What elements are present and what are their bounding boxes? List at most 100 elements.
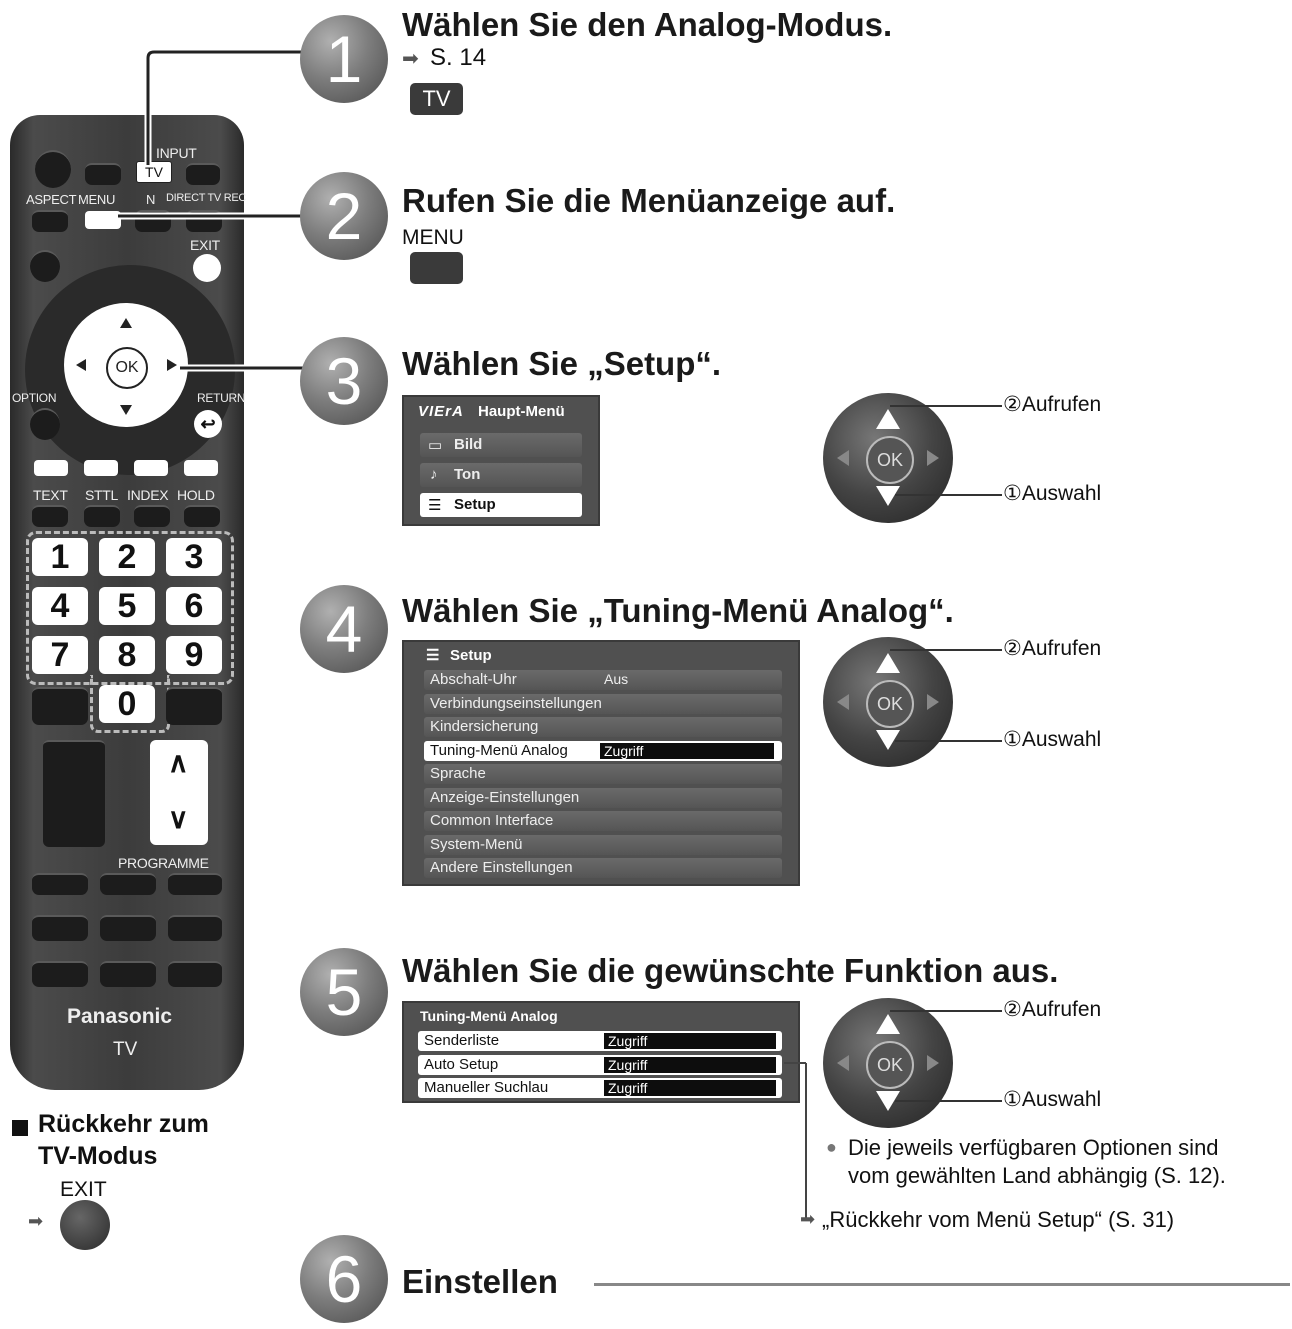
menu-button[interactable] [85, 211, 121, 229]
callout-access: ②Aufrufen [1003, 637, 1102, 660]
nav-left-icon[interactable] [76, 359, 86, 371]
remote-row2-btn1[interactable] [32, 915, 88, 941]
programme-rocker[interactable]: ∧ ∨ [150, 740, 208, 845]
digit-9-button[interactable]: 9 [166, 636, 222, 674]
arrow-icon: ➡ [28, 1211, 44, 1231]
remote-row1-btn2[interactable] [100, 873, 156, 895]
remote-row1-btn1[interactable] [32, 873, 88, 895]
hold-button[interactable] [184, 505, 220, 527]
yellow-button[interactable] [134, 460, 168, 476]
arrow-icon: ➡ [402, 48, 419, 70]
sttl-label: STTL [85, 487, 119, 503]
tuning-menu-item-value: Zugriff [604, 1033, 776, 1049]
remote-row1-btn3[interactable] [168, 873, 222, 895]
setup-menu-item[interactable]: Anzeige-Einstellungen [424, 787, 782, 808]
power-button[interactable] [35, 150, 71, 188]
remote-control: TV INPUT ASPECT MENU N DIRECT TV REC EXI… [10, 115, 247, 1090]
remote-row2-btn2[interactable] [100, 915, 156, 941]
callout-select: ①Auswahl [1003, 1088, 1102, 1111]
dpad-down-icon [876, 730, 900, 750]
blue-button[interactable] [184, 460, 218, 476]
setup-menu-title: Setup [450, 647, 492, 664]
programme-up-icon[interactable]: ∧ [168, 747, 189, 778]
setup-menu-item-label: Abschalt-Uhr [430, 671, 517, 688]
remote-left-button[interactable] [32, 687, 88, 725]
viera-logo: VIErA [418, 403, 464, 420]
hold-label: HOLD [177, 487, 215, 503]
digit-1-button[interactable]: 1 [32, 538, 88, 576]
main-menu-item-setup[interactable]: ☰ Setup [420, 493, 582, 517]
remote-right-button[interactable] [166, 687, 222, 725]
setup-menu-item[interactable]: Common Interface [424, 811, 782, 831]
setup-menu-item[interactable]: System-Menü [424, 834, 782, 855]
bullet-icon: ● [826, 1137, 837, 1157]
setup-menu-item[interactable]: Verbindungseinstellungen [424, 693, 782, 714]
digit-2-button[interactable]: 2 [99, 538, 155, 576]
digit-4-button[interactable]: 4 [32, 587, 88, 625]
digit-6-button[interactable]: 6 [166, 587, 222, 625]
step-5-number: 5 [300, 948, 388, 1036]
callout-access: ②Aufrufen [1003, 393, 1102, 416]
arrow-icon: ➡ [800, 1209, 816, 1229]
remote-blank-button[interactable] [85, 163, 121, 185]
digit-0-button[interactable]: 0 [99, 685, 155, 723]
exit-label: EXIT [190, 237, 220, 253]
connector-lines [118, 48, 305, 372]
red-button[interactable] [34, 460, 68, 476]
return-ref: „Rückkehr vom Menü Setup“ (S. 31) [822, 1207, 1175, 1232]
setup-menu-item[interactable]: Kindersicherung [424, 717, 782, 737]
tv-button[interactable]: TV [136, 161, 172, 183]
dpad-ok: OK [866, 436, 914, 484]
direct-tv-rec-label: DIRECT TV REC [166, 192, 247, 204]
list-icon: ☰ [426, 647, 440, 664]
main-menu-item-ton[interactable]: ♪ Ton [420, 463, 582, 487]
menu-key-label: MENU [402, 226, 464, 249]
setup-menu-item[interactable]: Andere Einstellungen [424, 858, 782, 878]
green-button[interactable] [84, 460, 118, 476]
dpad-right-icon [927, 450, 939, 466]
setup-menu-item-label: Tuning-Menü Analog [430, 741, 568, 759]
input-button[interactable] [186, 163, 220, 185]
digit-8-button[interactable]: 8 [99, 636, 155, 674]
dpad-up-icon [876, 409, 900, 429]
setup-menu-item-label: Sprache [430, 765, 486, 782]
nav-down-icon[interactable] [120, 405, 132, 415]
setup-menu-item[interactable]: Sprache [424, 764, 782, 784]
remote-row2-btn3[interactable] [168, 915, 222, 941]
index-button[interactable] [134, 505, 170, 527]
nav-right-icon[interactable] [167, 359, 177, 371]
sttl-button[interactable] [84, 505, 120, 527]
digit-7-button[interactable]: 7 [32, 636, 88, 674]
exit-button[interactable] [193, 254, 221, 282]
remote-row3-btn2[interactable] [100, 961, 156, 987]
step-6-heading: Einstellen [402, 1263, 558, 1300]
programme-down-icon[interactable]: ∨ [168, 803, 189, 834]
text-button[interactable] [32, 505, 68, 527]
remote-row3-btn1[interactable] [32, 961, 88, 987]
callout-line [890, 1010, 1002, 1012]
return-button[interactable]: ↩ [194, 410, 222, 438]
nav-up-icon[interactable] [120, 318, 132, 328]
option-button[interactable] [30, 408, 60, 440]
tuning-menu-item-label: Manueller Suchlau [424, 1079, 549, 1096]
callout-line [890, 649, 1002, 651]
tuning-menu-item-label: Auto Setup [424, 1055, 499, 1073]
digit-3-button[interactable]: 3 [166, 538, 222, 576]
aspect-button[interactable] [32, 210, 68, 232]
main-menu-item-bild[interactable]: ▭ Bild [420, 433, 582, 457]
dpad-step4: OK [823, 637, 953, 767]
ok-button[interactable]: OK [106, 347, 148, 389]
remote-round-button[interactable] [30, 250, 60, 282]
option-label: OPTION [12, 391, 57, 405]
digit-5-button[interactable]: 5 [99, 587, 155, 625]
remote-row3-btn3[interactable] [168, 961, 222, 987]
exit-key [60, 1200, 110, 1250]
step-1-ref: S. 14 [430, 44, 487, 71]
volume-rocker[interactable] [43, 740, 105, 847]
